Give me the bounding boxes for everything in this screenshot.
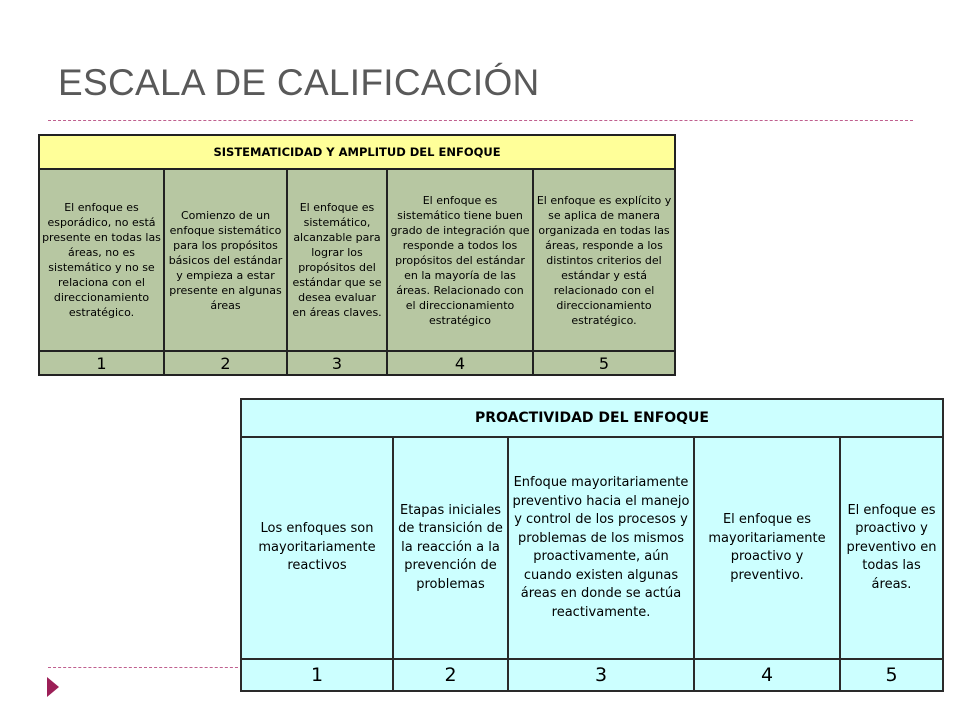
slide-title: ESCALA DE CALIFICACIÓN [58, 62, 540, 103]
table2-score: 1 [240, 658, 394, 692]
table2-description: El enfoque es mayoritariamente proactivo… [693, 436, 841, 660]
top-dashed-divider [48, 120, 913, 121]
table2-score: 2 [392, 658, 509, 692]
table2-header: PROACTIVIDAD DEL ENFOQUE [240, 398, 944, 438]
table1-description: El enfoque es explícito y se aplica de m… [531, 168, 677, 352]
table2-score: 3 [507, 658, 695, 692]
table1-description: El enfoque es esporádico, no está presen… [38, 168, 165, 352]
table1-score: 1 [38, 350, 165, 376]
table2-score: 5 [839, 658, 944, 692]
triangle-bullet-icon [47, 677, 59, 697]
table1-score: 2 [163, 350, 288, 376]
table2-description: Etapas iniciales de transición de la rea… [392, 436, 509, 660]
bottom-dashed-divider [48, 667, 243, 668]
table1-description: El enfoque es sistemático tiene buen gra… [386, 168, 534, 352]
table1-description: El enfoque es sistemático, alcanzable pa… [286, 168, 388, 352]
table1-score: 5 [531, 350, 677, 376]
table2-description: Los enfoques son mayoritariamente reacti… [240, 436, 394, 660]
systematicity-scale-table: SISTEMATICIDAD Y AMPLITUD DEL ENFOQUE El… [37, 134, 677, 376]
proactivity-scale-table: PROACTIVIDAD DEL ENFOQUE Los enfoques so… [240, 398, 944, 692]
table2-score: 4 [693, 658, 841, 692]
table1-header: SISTEMATICIDAD Y AMPLITUD DEL ENFOQUE [37, 134, 677, 170]
table1-description: Comienzo de un enfoque sistemático para … [163, 168, 288, 352]
table1-score: 3 [286, 350, 388, 376]
table2-description: El enfoque es proactivo y preventivo en … [839, 436, 944, 660]
table1-score: 4 [386, 350, 534, 376]
table2-description: Enfoque mayoritariamente preventivo haci… [507, 436, 695, 660]
